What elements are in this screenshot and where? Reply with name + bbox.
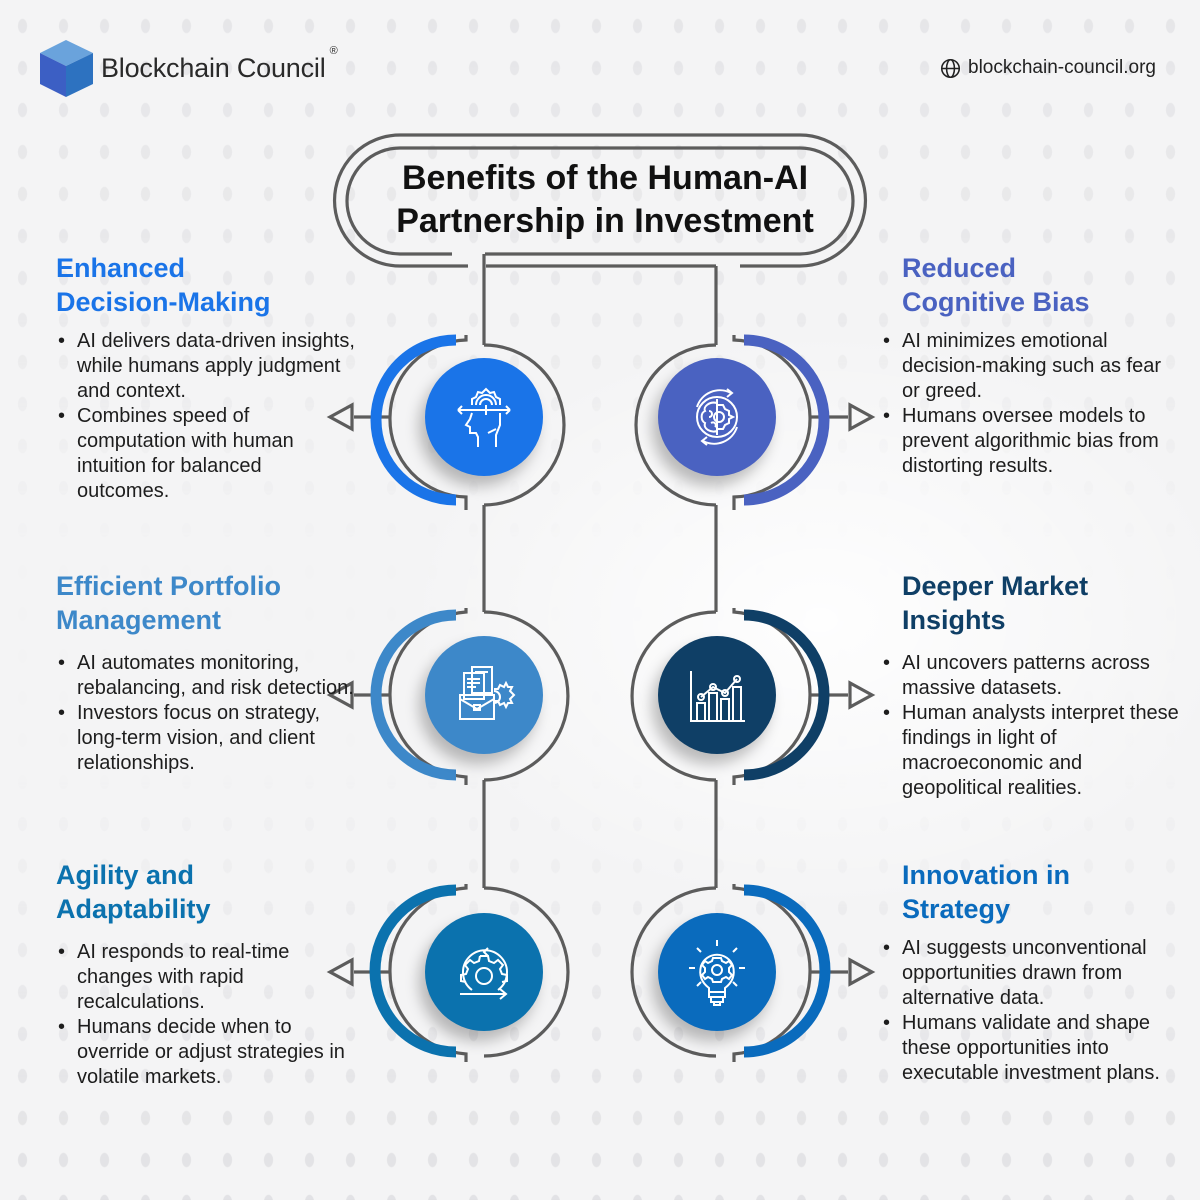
bullet-list: AI suggests unconventional opportunities… xyxy=(881,936,1192,1086)
bullet-item: Humans decide when to override or adjust… xyxy=(56,1015,356,1090)
bullet-item: AI minimizes emotional decision-making s… xyxy=(881,329,1172,404)
bullet-list: AI uncovers patterns across massive data… xyxy=(881,651,1182,801)
bullet-list: AI minimizes emotional decision-making s… xyxy=(881,329,1172,479)
bullet-list: AI delivers data-driven insights, while … xyxy=(56,329,356,504)
efficient-portfolio-management-badge xyxy=(425,636,543,754)
bar-line-chart-icon xyxy=(690,671,745,722)
bullet-item: Combines speed of computation with human… xyxy=(56,404,356,504)
globe-icon xyxy=(940,58,961,78)
briefcase-documents-gear-icon xyxy=(459,666,516,720)
brand-name: Blockchain Council® xyxy=(101,45,338,83)
bullet-item: AI automates monitoring, rebalancing, an… xyxy=(56,651,356,701)
bullet-item: AI suggests unconventional opportunities… xyxy=(881,936,1192,1011)
enhanced-decision-making-badge xyxy=(425,358,543,476)
gear-cycle-arrow-icon xyxy=(460,947,508,1000)
agility-and-adaptability-badge xyxy=(425,913,543,1031)
bullet-item: Humans validate and shape these opportun… xyxy=(881,1011,1192,1086)
bullet-item: Humans oversee models to prevent algorit… xyxy=(881,404,1172,479)
bullet-item: Investors focus on strategy, long-term v… xyxy=(56,701,356,776)
deeper-market-insights-badge xyxy=(658,636,776,754)
cube-logo-icon xyxy=(40,40,93,97)
title-line-1: Benefits of the Human-AI xyxy=(401,159,809,197)
bullet-item: AI responds to real-time changes with ra… xyxy=(56,940,356,1015)
page-title: Benefits of the Human-AI Partnership in … xyxy=(345,150,865,250)
registered-mark: ® xyxy=(329,45,338,57)
bullet-list: AI automates monitoring, rebalancing, an… xyxy=(56,651,356,776)
head-gear-icon xyxy=(457,387,511,447)
bullet-list: AI responds to real-time changes with ra… xyxy=(56,940,356,1090)
website-link[interactable]: blockchain-council.org xyxy=(940,57,1156,79)
bullet-item: AI uncovers patterns across massive data… xyxy=(881,651,1182,701)
reduced-cognitive-bias-badge xyxy=(658,358,776,476)
brain-gear-cycle-icon xyxy=(696,388,738,446)
lightbulb-gear-icon xyxy=(689,940,745,1006)
innovation-in-strategy-badge xyxy=(658,913,776,1031)
bullet-item: Human analysts interpret these findings … xyxy=(881,701,1182,801)
brand-logo[interactable]: Blockchain Council® xyxy=(40,40,338,97)
title-line-2: Partnership in Investment xyxy=(396,202,814,240)
website-url: blockchain-council.org xyxy=(968,57,1156,78)
bullet-item: AI delivers data-driven insights, while … xyxy=(56,329,356,404)
